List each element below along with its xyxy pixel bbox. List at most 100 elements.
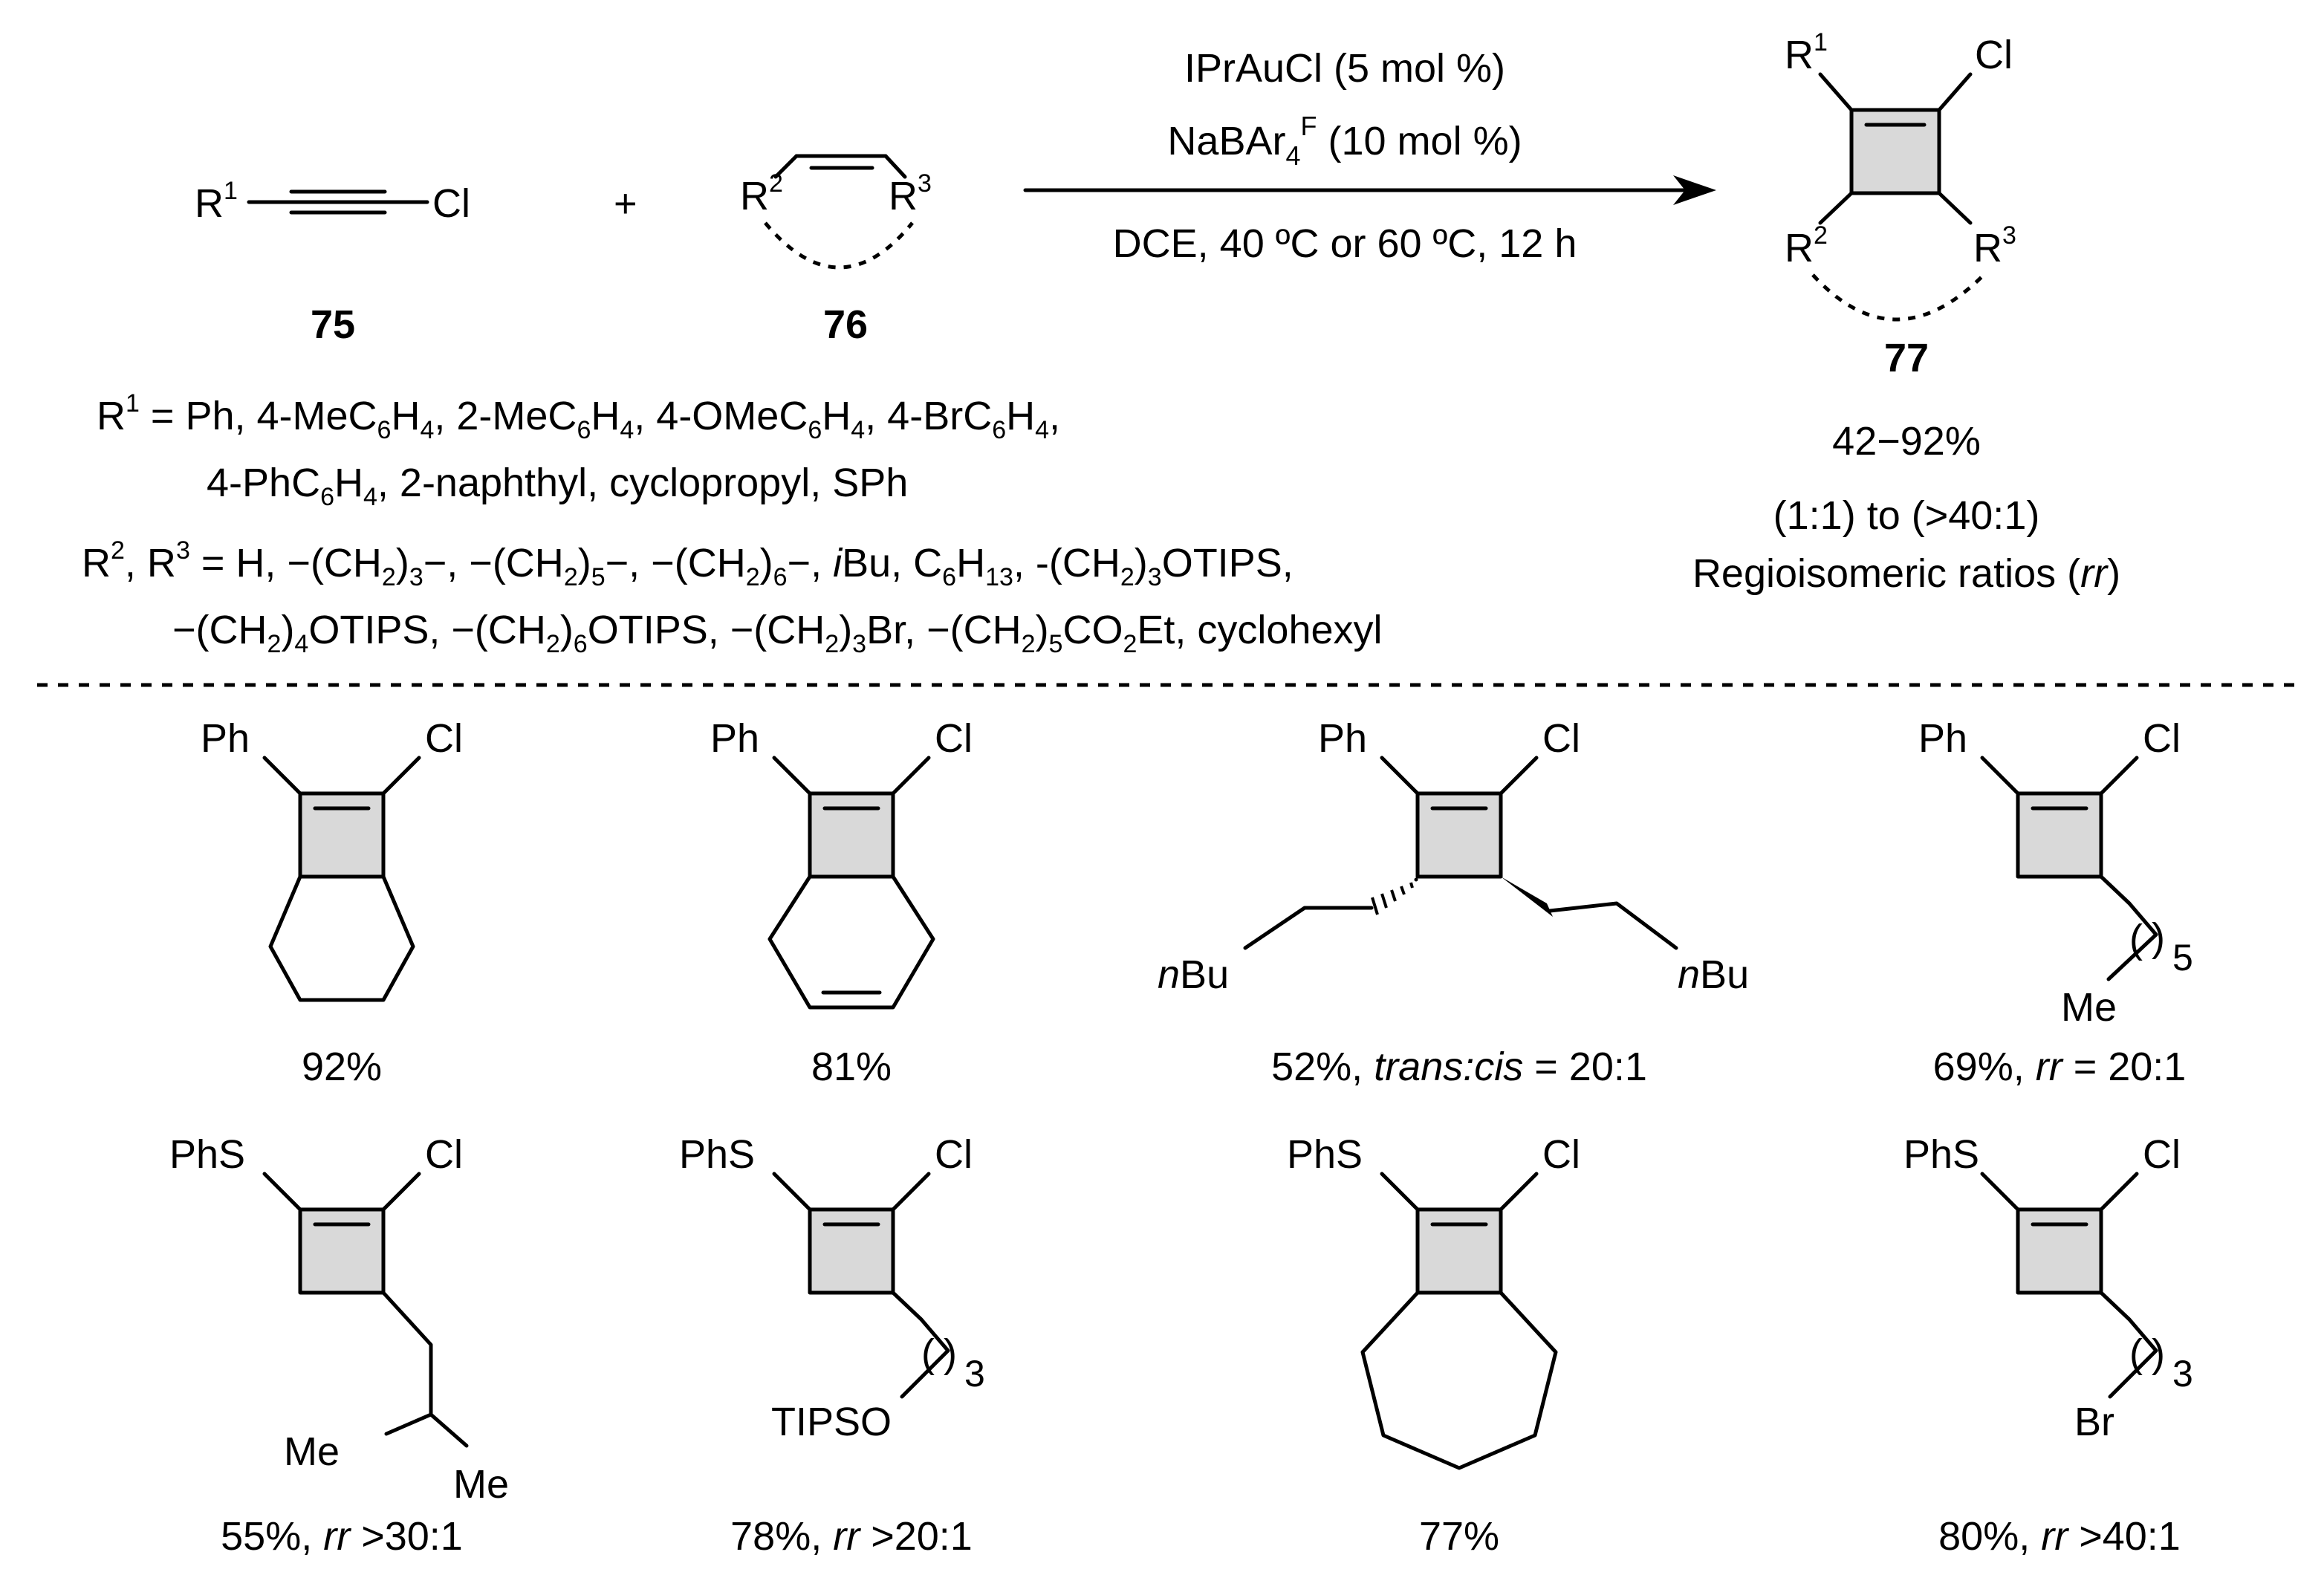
ph-label: Ph: [710, 716, 759, 761]
compound-number-75: 75: [311, 302, 355, 347]
chloro-bond: [891, 756, 931, 796]
reactant-75: R1 Cl 75: [195, 177, 470, 347]
thiophenyl-bond: [1380, 1172, 1420, 1212]
example-product-5: PhS Cl Me Me 55%, rr >30:1: [169, 1132, 509, 1559]
ratio-label: Regioisomeric ratios (rr): [1692, 551, 2120, 596]
example-product-6: PhS Cl ( ) 3 TIPSO 78%, rr >20:1: [679, 1132, 985, 1559]
r2-bond: [1818, 191, 1854, 225]
cl-label: Cl: [935, 1132, 973, 1177]
alkene-right-bond: [883, 154, 907, 179]
hash-line: [1371, 897, 1379, 915]
cyclobutene-ring: [808, 1207, 895, 1295]
repeat-paren-close: ): [2152, 1331, 2165, 1376]
thiophenyl-bond: [262, 1172, 302, 1212]
cl-label: Cl: [2143, 716, 2181, 761]
left-alkyl-chain: [1243, 906, 1374, 950]
cl-label: Cl: [1542, 716, 1580, 761]
example-product-2: Ph Cl 81%: [710, 716, 973, 1089]
repeat-paren-open: (: [921, 1331, 935, 1376]
hash-line: [1400, 886, 1406, 895]
repeat-paren-close: ): [944, 1331, 957, 1376]
alkene-left-bond: [773, 154, 799, 179]
yield-label: 55%, rr >30:1: [221, 1514, 463, 1559]
r1-scope-line2: 4-PhC6H4, 2-naphthyl, cyclopropyl, SPh: [207, 461, 908, 511]
r3-bond: [1937, 191, 1973, 225]
product-r2-label: R2: [1785, 221, 1828, 270]
yield-label: 69%, rr = 20:1: [1933, 1045, 2187, 1089]
phenyl-bond: [1380, 756, 1420, 796]
example-product-7: PhS Cl 77%: [1287, 1132, 1580, 1559]
additive-text: NaBAr4F (10 mol %): [1167, 111, 1522, 171]
cl-label: Cl: [425, 1132, 463, 1177]
phs-label: PhS: [1287, 1132, 1363, 1177]
thiophenyl-bond: [1980, 1172, 2020, 1212]
repeat-count-3: 3: [2172, 1353, 2193, 1394]
r23-scope-line1: R2, R3 = H, −(CH2)3−, −(CH2)5−, −(CH2)6−…: [82, 536, 1294, 591]
right-alkyl-chain: [1548, 901, 1678, 950]
substituent-scope: R1 = Ph, 4-MeC6H4, 2-MeC6H4, 4-OMeC6H4, …: [82, 389, 1383, 658]
repeat-count-5: 5: [2172, 937, 2193, 978]
bold-wedge-bond: [1501, 877, 1553, 917]
cl-label: Cl: [2143, 1132, 2181, 1177]
phs-label: PhS: [1903, 1132, 1979, 1177]
chloro-bond: [381, 756, 421, 796]
repeat-count-3: 3: [964, 1353, 985, 1394]
ring-linker-dashed: [764, 221, 914, 270]
cyclobutene-ring: [1415, 1207, 1503, 1295]
cyclobutene-ring: [2016, 791, 2103, 879]
r1-scope-line1: R1 = Ph, 4-MeC6H4, 2-MeC6H4, 4-OMeC6H4, …: [97, 389, 1060, 444]
reaction-arrow: IPrAuCl (5 mol %) NaBAr4F (10 mol %) DCE…: [1023, 46, 1716, 266]
yield-label: 92%: [302, 1045, 382, 1089]
cl-bond: [1937, 72, 1973, 112]
alkyne-cl-label: Cl: [432, 181, 470, 226]
r3-label: R3: [889, 169, 932, 218]
propyl-chain: [2099, 1290, 2158, 1399]
r1-label: R1: [195, 177, 238, 226]
chloro-bond: [891, 1172, 931, 1212]
yield-label: 80%, rr >40:1: [1938, 1514, 2181, 1559]
propyl-chain: [891, 1290, 950, 1399]
plus-sign: +: [614, 181, 637, 226]
yield-label: 77%: [1419, 1514, 1499, 1559]
cyclobutene-ring: [298, 1207, 386, 1295]
cyclopentane-ring: [268, 874, 415, 1002]
repeat-paren-close: ): [2152, 915, 2165, 960]
product-r1-label: R1: [1785, 28, 1828, 77]
conditions-text: DCE, 40 ºC or 60 ºC, 12 h: [1113, 221, 1577, 266]
chloro-bond: [1499, 756, 1539, 796]
chloro-bond: [1499, 1172, 1539, 1212]
thiophenyl-bond: [772, 1172, 812, 1212]
cyclobutene-ring: [1415, 791, 1503, 879]
cyclobutene-ring: [808, 791, 895, 879]
cycloheptane-ring: [1360, 1290, 1558, 1470]
example-product-3: Ph Cl nBu nBu 52%, trans:cis = 20:1: [1158, 716, 1749, 1089]
arrow-head: [1673, 175, 1716, 205]
example-product-4: Ph Cl ( ) 5 Me 69%, rr = 20:1: [1918, 716, 2193, 1089]
ph-label: Ph: [201, 716, 250, 761]
hash-line: [1380, 893, 1388, 909]
yield-range: 42−92%: [1832, 419, 1981, 464]
catalyst-text: IPrAuCl (5 mol %): [1184, 46, 1505, 91]
product-77: R1 Cl R2 R3 77 42−92% (1:1) to (>40:1) R…: [1692, 28, 2120, 596]
example-product-8: PhS Cl ( ) 3 Br 80%, rr >40:1: [1903, 1132, 2193, 1559]
cyclohexene-ring: [767, 874, 935, 1010]
yield-label: 81%: [811, 1045, 892, 1089]
br-label: Br: [2074, 1400, 2114, 1444]
cl-label: Cl: [935, 716, 973, 761]
phenyl-bond: [772, 756, 812, 796]
me-label: Me: [2061, 985, 2117, 1030]
phs-label: PhS: [679, 1132, 755, 1177]
yield-label: 78%, rr >20:1: [730, 1514, 973, 1559]
cyclobutene-ring: [2016, 1207, 2103, 1295]
right-nbu-label: nBu: [1678, 952, 1749, 997]
tipso-label: TIPSO: [771, 1400, 892, 1444]
repeat-paren-open: (: [2129, 917, 2143, 961]
cyclobutene-ring: [1849, 108, 1941, 195]
chloro-bond: [2099, 756, 2139, 796]
alkyl-chain: [2099, 874, 2158, 981]
ph-label: Ph: [1918, 716, 1967, 761]
left-nbu-label: nBu: [1158, 952, 1229, 997]
r1-bond: [1818, 72, 1854, 112]
product-ring-linker-dashed: [1811, 273, 1985, 322]
